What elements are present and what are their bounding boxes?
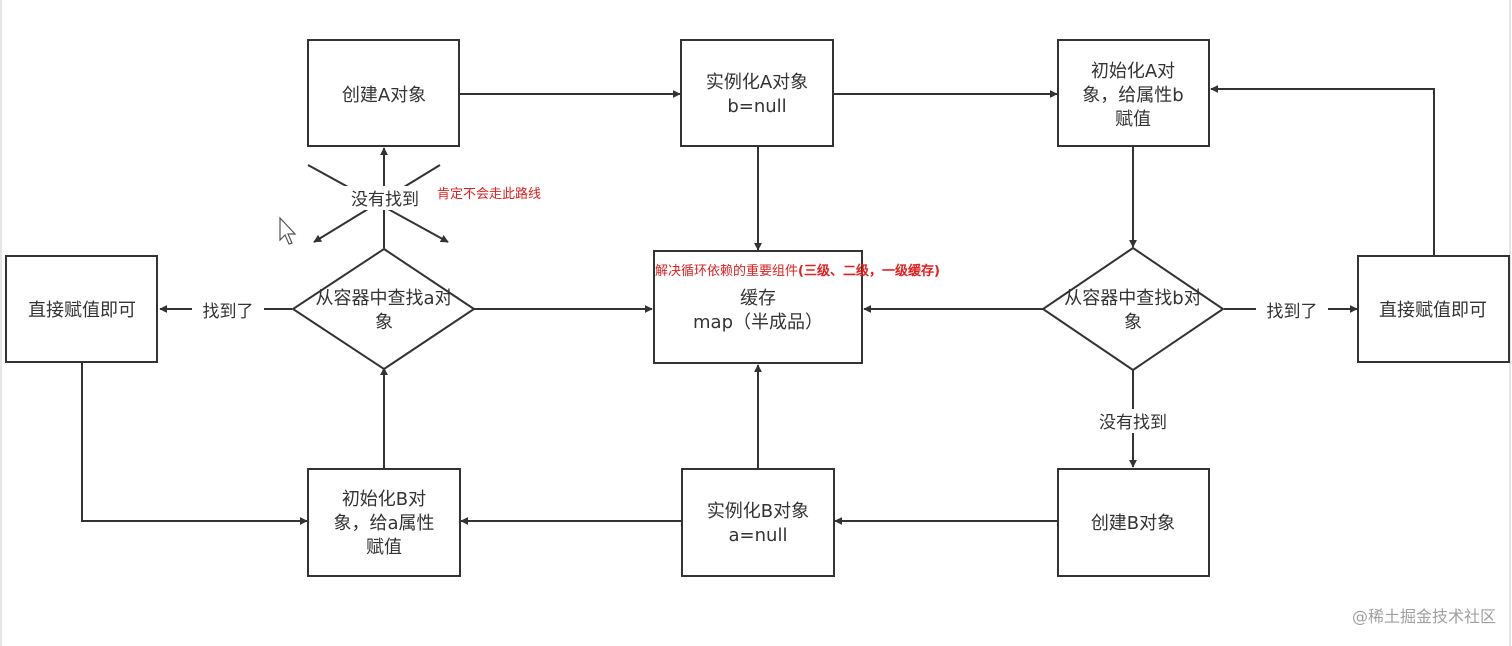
label-bg-found-a bbox=[192, 298, 264, 322]
label-not-found-a: 没有找到 bbox=[351, 190, 419, 210]
node-find-a-line-1: 从容器中查找a对 bbox=[315, 288, 452, 309]
node-assign-right-line-1: 直接赋值即可 bbox=[1379, 300, 1487, 321]
edge-assign-left-to-init-b bbox=[81, 362, 308, 525]
annotation-cache-note-suffix: (三级、二级，一级缓存) bbox=[798, 263, 940, 279]
node-assign-left-line-1: 直接赋值即可 bbox=[28, 300, 136, 321]
label-bg-not-found-a bbox=[342, 186, 428, 210]
label-bg-not-found-b bbox=[1090, 409, 1176, 433]
watermark: @稀土掘金技术社区 bbox=[1352, 607, 1496, 626]
node-instantiate-a-line-1: 实例化A对象 bbox=[706, 72, 808, 93]
node-assign-right: 直接赋值即可 bbox=[1357, 255, 1510, 363]
node-instantiate-a: 实例化A对象 b=null bbox=[680, 39, 834, 147]
annotation-never-path: 肯定不会走此路线 bbox=[437, 186, 541, 202]
node-init-b-line-1: 初始化B对 bbox=[342, 489, 426, 510]
mouse-cursor-icon bbox=[279, 216, 297, 245]
node-create-a-line-1: 创建A对象 bbox=[342, 85, 426, 106]
node-instantiate-b: 实例化B对象 a=null bbox=[681, 468, 835, 577]
node-init-b-line-2: 象，给a属性 bbox=[333, 513, 434, 534]
node-find-a-line-2: 象 bbox=[375, 312, 393, 333]
node-instantiate-a-line-2: b=null bbox=[727, 96, 786, 117]
annotation-cache-note-prefix: 解决循环依赖的重要组件 bbox=[655, 263, 798, 279]
node-find-b-line-2: 象 bbox=[1124, 312, 1142, 333]
label-found-a: 找到了 bbox=[203, 302, 254, 322]
node-init-a: 初始化A对 象，给属性b 赋值 bbox=[1057, 39, 1210, 147]
node-assign-left: 直接赋值即可 bbox=[5, 255, 158, 363]
node-init-a-line-3: 赋值 bbox=[1115, 109, 1151, 130]
label-not-found-b: 没有找到 bbox=[1099, 413, 1167, 433]
node-create-b: 创建B对象 bbox=[1057, 468, 1210, 577]
node-find-b-diamond: 从容器中查找b对 象 bbox=[1041, 246, 1225, 372]
node-find-a-diamond: 从容器中查找a对 象 bbox=[291, 247, 476, 371]
node-cache-line-2: map（半成品） bbox=[693, 312, 823, 333]
node-init-b-line-3: 赋值 bbox=[366, 537, 402, 558]
node-find-b-line-1: 从容器中查找b对 bbox=[1064, 288, 1201, 309]
node-cache-line-1: 缓存 bbox=[740, 288, 776, 309]
node-init-b: 初始化B对 象，给a属性 赋值 bbox=[307, 468, 461, 577]
node-cache: 缓存 map（半成品） bbox=[653, 250, 863, 364]
edge-assign-right-to-init-a bbox=[1210, 85, 1435, 255]
label-bg-found-b bbox=[1256, 298, 1328, 322]
annotation-cache-note: 解决循环依赖的重要组件(三级、二级，一级缓存) bbox=[655, 263, 940, 279]
node-instantiate-b-line-1: 实例化B对象 bbox=[707, 501, 809, 522]
node-create-a: 创建A对象 bbox=[307, 39, 460, 147]
node-init-a-line-2: 象，给属性b bbox=[1082, 85, 1183, 106]
node-create-b-line-1: 创建B对象 bbox=[1091, 513, 1175, 534]
label-found-b: 找到了 bbox=[1267, 302, 1318, 322]
node-init-a-line-1: 初始化A对 bbox=[1091, 61, 1175, 82]
node-instantiate-b-line-2: a=null bbox=[729, 525, 788, 546]
